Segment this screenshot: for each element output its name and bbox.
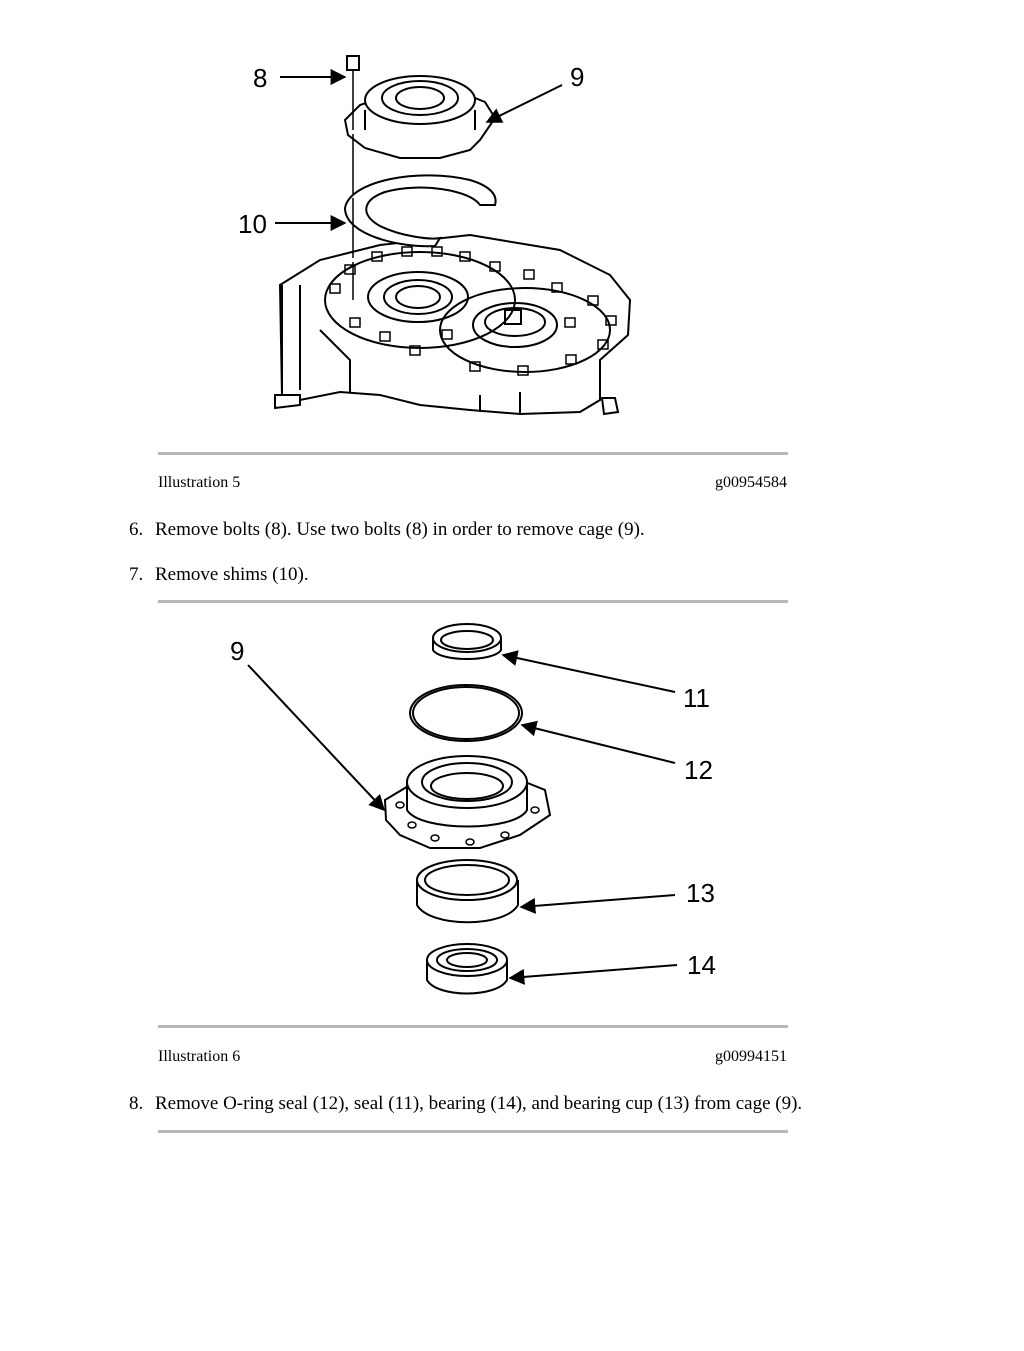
step-text: Remove bolts (8). Use two bolts (8) in o… [155, 519, 645, 540]
step-number: 6. [129, 519, 144, 540]
callout-9: 9 [230, 636, 244, 666]
step-7: 7. Remove shims (10). [129, 564, 309, 586]
illustration-5-label: Illustration 5 [158, 474, 241, 491]
divider [158, 1130, 788, 1133]
callout-11: 11 [683, 683, 710, 713]
callout-12: 12 [684, 755, 713, 785]
callout-9: 9 [570, 62, 584, 92]
step-text: Remove O-ring seal (12), seal (11), bear… [155, 1093, 803, 1114]
illustration-5-drawing: 8 9 10 [238, 55, 632, 416]
illustration-6-id: g00994151 [715, 1048, 787, 1065]
callout-14: 14 [687, 950, 716, 980]
divider [158, 452, 788, 455]
step-8: 8. Remove O-ring seal (12), seal (11), be… [129, 1093, 802, 1115]
step-6: 6. Remove bolts (8). Use two bolts (8) in… [129, 519, 645, 541]
illustration-5-id: g00954584 [715, 474, 787, 491]
divider [158, 1025, 788, 1028]
illustration-6-label: Illustration 6 [158, 1048, 241, 1065]
callout-13: 13 [686, 878, 715, 908]
divider [158, 600, 788, 603]
callout-10: 10 [238, 209, 267, 239]
step-number: 8. [129, 1093, 144, 1114]
step-number: 7. [129, 564, 144, 585]
illustration-6-drawing: 9 11 12 13 14 [230, 623, 716, 995]
callout-8: 8 [253, 63, 267, 93]
step-text: Remove shims (10). [155, 564, 309, 585]
